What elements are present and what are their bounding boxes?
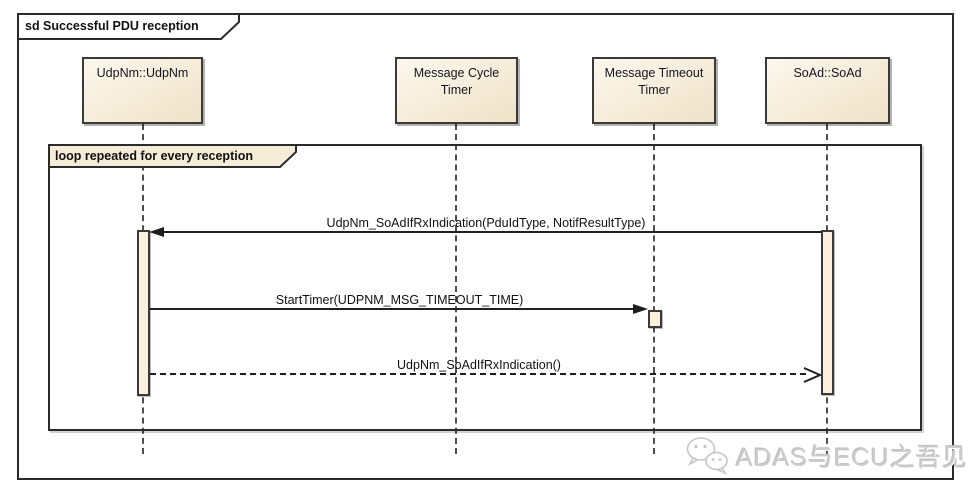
diagram-title: sd Successful PDU reception [25, 19, 199, 33]
message-line-start-timer [150, 308, 635, 310]
arrowhead-open-right-icon [803, 367, 822, 383]
diagram-title-tab: sd Successful PDU reception [17, 13, 241, 41]
message-line-rx-indication [162, 231, 821, 233]
message-label-rx-indication: UdpNm_SoAdIfRxIndication(PduIdType, Noti… [326, 216, 646, 230]
lifeline-message-cycle-timer [455, 124, 457, 454]
loop-tab-shape [48, 144, 297, 168]
activation-udpnm [137, 230, 150, 396]
watermark-text: ADAS与ECU之吾见 [736, 444, 968, 472]
lifeline-head-soad: SoAd::SoAd [765, 57, 890, 124]
lifeline-message-timeout-timer [653, 124, 655, 454]
message-label-start-timer: StartTimer(UDPNM_MSG_TIMEOUT_TIME) [275, 293, 524, 307]
wechat-icon [686, 437, 728, 475]
lifeline-label: Message Timeout Timer [604, 66, 704, 97]
lifeline-label: SoAd::SoAd [793, 66, 862, 80]
title-tab-shape [17, 13, 240, 40]
lifeline-head-message-timeout-timer: Message Timeout Timer [592, 57, 716, 124]
watermark: ADAS与ECU之吾见 [684, 433, 968, 479]
arrowhead-filled-left-icon [149, 227, 164, 237]
loop-label: loop repeated for every reception [55, 148, 253, 163]
loop-fragment: loop repeated for every reception [48, 144, 922, 431]
activation-soad [821, 230, 834, 395]
lifeline-head-message-cycle-timer: Message Cycle Timer [395, 57, 518, 124]
lifeline-label: UdpNm::UdpNm [96, 66, 189, 80]
message-label-rx-indication-return: UdpNm_SoAdIfRxIndication() [397, 358, 561, 372]
arrowhead-filled-right-icon [633, 304, 648, 314]
loop-operator-tab: loop repeated for every reception [48, 144, 298, 169]
activation-message-timeout-timer [648, 310, 662, 328]
diagram-frame [17, 13, 954, 480]
lifeline-label: Message Cycle Timer [413, 66, 500, 97]
message-line-rx-indication-return [150, 373, 806, 375]
lifeline-head-udpnm: UdpNm::UdpNm [82, 57, 203, 124]
